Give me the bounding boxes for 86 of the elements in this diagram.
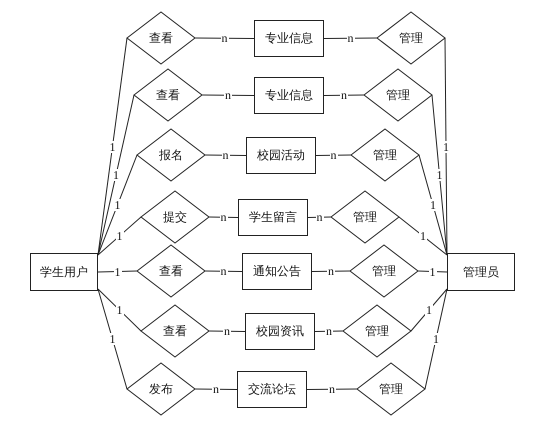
relationship-diamond (350, 245, 418, 297)
relationship-diamond (351, 129, 419, 181)
node-label: 管理 (373, 146, 397, 164)
node-label: 学生用户 (40, 264, 88, 280)
edge-label: 1 (436, 169, 444, 181)
connector-line (202, 94, 254, 96)
connector-line (98, 154, 138, 256)
relationship-diamond (364, 69, 432, 121)
node-label: 管理 (379, 380, 403, 398)
node-label: 查看 (149, 30, 173, 46)
entity-box (237, 371, 307, 408)
node-label: 校园资讯 (256, 323, 304, 340)
connector-line (98, 288, 128, 390)
edge-label: 1 (419, 230, 427, 242)
connector-line (324, 38, 378, 39)
connector-line (410, 288, 448, 332)
node-label: 报名 (159, 146, 183, 164)
entity-box (246, 137, 316, 174)
entity-box (245, 313, 315, 350)
node-label: 专业信息 (265, 30, 313, 47)
connector-line (98, 270, 138, 272)
connector-line (204, 154, 246, 156)
connector-line (312, 270, 350, 272)
node-label: 交流论坛 (248, 381, 296, 398)
node-label: 查看 (163, 322, 187, 340)
node-label: 专业信息 (265, 87, 313, 104)
node-label: 学生留言 (249, 209, 297, 226)
node-label: 发布 (149, 380, 173, 398)
relationship-diamond (137, 245, 205, 297)
entity-box (254, 20, 324, 57)
edge-label: 1 (429, 199, 437, 211)
edge-label: 1 (114, 266, 122, 278)
connector-line (204, 270, 242, 272)
connector-line (424, 288, 448, 390)
entity-box (447, 253, 515, 291)
edge-label: 1 (428, 266, 436, 278)
node-label: 管理 (399, 30, 423, 46)
relationship-diamond (343, 305, 411, 357)
node-label: 查看 (159, 262, 183, 280)
connector-line (418, 270, 448, 272)
connector-line (314, 330, 344, 332)
relationship-diamond (137, 129, 205, 181)
connector-line (444, 38, 448, 256)
connector-line (208, 216, 238, 218)
node-label: 管理员 (463, 264, 499, 280)
edge-label: 1 (116, 230, 124, 242)
relationship-diamond (127, 12, 195, 64)
node-label: 通知公告 (253, 263, 301, 280)
edge-label: 1 (114, 199, 122, 211)
connector-line (324, 94, 364, 96)
node-label: 管理 (353, 208, 377, 226)
entity-box (30, 253, 98, 291)
connector-line (208, 330, 246, 332)
relationship-diamond (141, 305, 209, 357)
relationship-diamond (134, 69, 202, 121)
relationship-diamond (357, 363, 425, 415)
node-label: 管理 (386, 86, 410, 104)
node-label: 查看 (156, 86, 180, 104)
relationship-diamond (377, 12, 445, 64)
node-label: 提交 (163, 208, 187, 226)
node-label: 校园活动 (257, 147, 305, 164)
connector-line (398, 216, 448, 256)
connector-line (98, 216, 142, 256)
edge-label: 1 (108, 333, 116, 345)
edge-label: 1 (432, 333, 440, 345)
connector-line (306, 388, 358, 390)
edge-label: 1 (442, 140, 450, 152)
edge-label: 1 (108, 140, 116, 152)
entity-box (238, 199, 308, 236)
connector-line (194, 388, 238, 390)
edge-label: 1 (425, 304, 433, 316)
relationship-diamond (141, 191, 209, 243)
node-label: 管理 (365, 322, 389, 340)
node-label: 管理 (372, 262, 396, 280)
entity-box (242, 253, 312, 290)
relationship-diamond (331, 191, 399, 243)
connector-line (418, 154, 448, 256)
connector-line (316, 154, 352, 156)
connector-line (194, 38, 254, 39)
edge-label: 1 (116, 304, 124, 316)
entity-box (254, 77, 324, 114)
connector-line (98, 288, 142, 332)
relationship-diamond (127, 363, 195, 415)
edge-label: 1 (112, 169, 120, 181)
connector-line (432, 94, 448, 256)
connector-line (98, 94, 134, 256)
